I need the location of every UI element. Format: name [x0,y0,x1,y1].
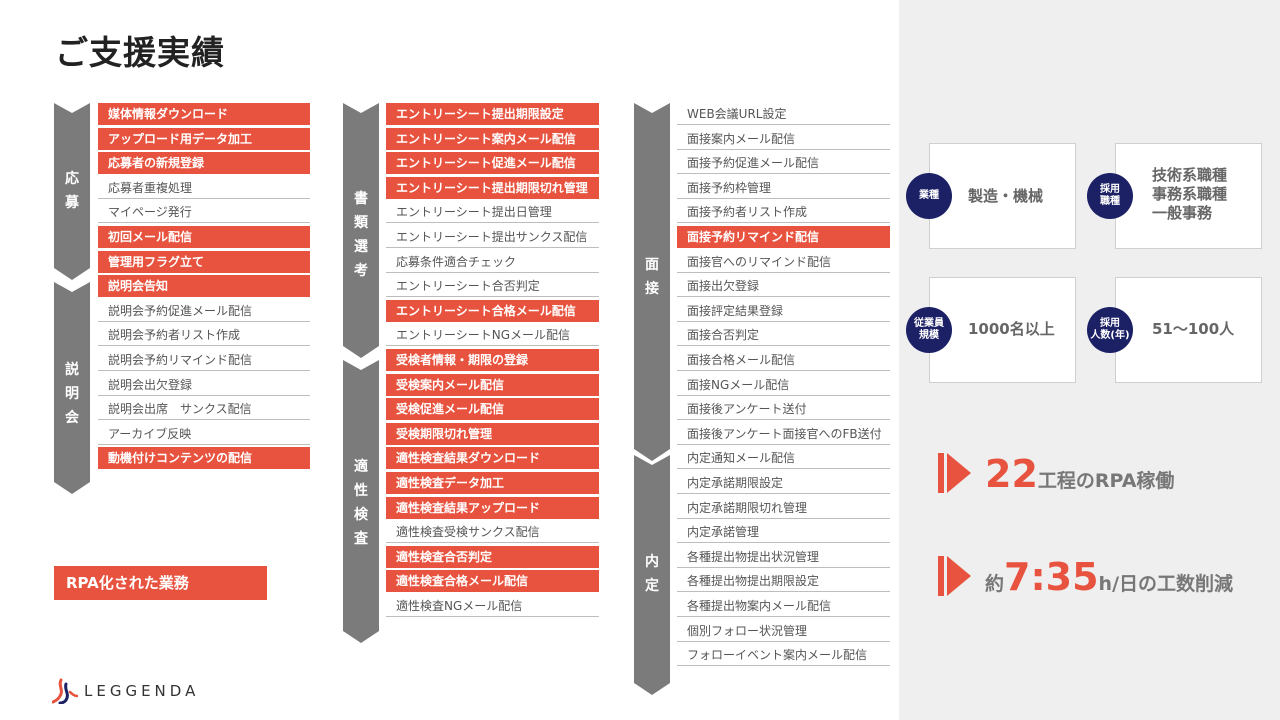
task-row-rpa: 適性検査データ加工 [386,472,599,494]
page-title: ご支援実績 [55,33,225,72]
stat-hours-number: 7:35 [1004,555,1099,599]
task-row-rpa: エントリーシート合格メール配信 [386,299,599,322]
task-row: アーカイブ反映 [98,423,310,445]
logo-text: LEGGENDA [84,682,200,700]
task-row-rpa: 管理用フラグ立て [98,250,310,273]
task-row: 説明会予約リマインド配信 [98,349,310,371]
task-row-rpa: 動機付けコンテンツの配信 [98,447,310,470]
task-row: 面接合格メール配信 [677,349,890,371]
value-employees: 1000名以上 [968,320,1055,338]
leggenda-logo-icon [52,678,78,704]
card-hires [1115,277,1262,383]
task-row: 内定通知メール配信 [677,447,890,470]
chevron-label-setsumeikai: 説明会 [65,362,79,426]
task-row: 面接NGメール配信 [677,374,890,396]
badge-employees: 従業員規模 [906,307,952,353]
task-row: 内定承諾期限切れ管理 [677,497,890,519]
task-row: 面接予約者リスト作成 [677,201,890,224]
task-row: 内定承諾期限設定 [677,472,890,494]
value-job-type: 技術系職種事務系職種一般事務 [1152,166,1228,222]
task-row-rpa: エントリーシート案内メール配信 [386,127,599,150]
legend-rpa: RPA化された業務 [54,566,267,600]
task-row: 面接案内メール配信 [677,128,890,150]
task-row: エントリーシート提出サンクス配信 [386,226,599,248]
task-row: 各種提出物提出期限設定 [677,570,890,593]
chevron-label-shorui: 書類選考 [354,191,368,279]
task-row: 面接出欠登録 [677,275,890,298]
task-row: 説明会出席 サンクス配信 [98,398,310,421]
task-row: 面接予約促進メール配信 [677,152,890,175]
task-row: フォローイベント案内メール配信 [677,644,890,667]
task-row-rpa: 適性検査合否判定 [386,545,599,568]
task-row: 面接後アンケート面接官へのFB送付 [677,423,890,445]
chevron-label-naitei: 内定 [645,554,659,594]
task-row: 応募条件適合チェック [386,251,599,273]
task-row-rpa: アップロード用データ加工 [98,127,310,150]
task-row: 説明会予約者リスト作成 [98,324,310,347]
arrow-icon [938,453,971,493]
task-row: 適性検査受検サンクス配信 [386,521,599,544]
task-row-rpa: 受検者情報・期限の登録 [386,349,599,371]
chevron-shorui: 書類選考 [343,103,379,358]
task-row-rpa: エントリーシート促進メール配信 [386,152,599,175]
task-row-rpa: 適性検査結果ダウンロード [386,447,599,470]
task-row: 面接合否判定 [677,324,890,347]
chevron-mensetsu: 面接 [634,103,670,461]
task-row-rpa: エントリーシート提出期限切れ管理 [386,176,599,199]
chevron-naitei: 内定 [634,455,670,695]
task-row: 説明会出欠登録 [98,374,310,396]
value-industry: 製造・機械 [968,187,1044,205]
badge-job-type: 採用職種 [1087,173,1133,219]
stat-processes: 22工程のRPA稼働 [985,452,1174,496]
task-row-rpa: 媒体情報ダウンロード [98,103,310,125]
task-row: 個別フォロー状況管理 [677,620,890,642]
task-row: WEB会議URL設定 [677,103,890,125]
task-row-rpa: 初回メール配信 [98,226,310,248]
task-row: 内定承諾管理 [677,521,890,544]
task-row-rpa: エントリーシート提出期限設定 [386,103,599,125]
badge-hires: 採用人数(年) [1087,307,1133,353]
task-row: 説明会予約促進メール配信 [98,300,310,322]
task-row: 各種提出物提出状況管理 [677,546,890,568]
task-row-rpa: 受検期限切れ管理 [386,422,599,445]
task-row: 面接評定結果登録 [677,300,890,322]
task-row-rpa: 受検案内メール配信 [386,373,599,396]
task-row-rpa: 応募者の新規登録 [98,152,310,175]
stat-hours-suffix: h/日の工数削減 [1098,573,1234,595]
task-row: 面接後アンケート送付 [677,398,890,421]
task-row-rpa: 適性検査結果アップロード [386,496,599,519]
chevron-label-tekisei: 適性検査 [354,459,368,547]
task-row: エントリーシート合否判定 [386,275,599,298]
leggenda-logo: LEGGENDA [52,678,199,704]
card-job-type [1115,143,1262,249]
task-row: マイページ発行 [98,201,310,224]
arrow-icon [938,556,971,596]
task-row: エントリーシートNGメール配信 [386,324,599,347]
chevron-oubo: 応募 [54,103,90,280]
stat-hours-prefix: 約 [985,573,1005,595]
chevron-tekisei: 適性検査 [343,360,379,643]
task-row-rpa: 受検促進メール配信 [386,398,599,421]
stat-processes-number: 22 [985,452,1038,496]
value-hires: 51〜100人 [1152,320,1235,338]
card-industry [929,143,1076,249]
task-row-rpa: 適性検査合格メール配信 [386,570,599,593]
task-row: 各種提出物案内メール配信 [677,595,890,617]
badge-industry: 業種 [906,173,952,219]
task-row: 面接予約枠管理 [677,177,890,199]
chevron-setsumeikai: 説明会 [54,282,90,494]
chevron-label-oubo: 応募 [65,171,79,211]
task-row-rpa: 面接予約リマインド配信 [677,226,890,248]
task-row: 面接官へのリマインド配信 [677,251,890,273]
task-row-rpa: 説明会告知 [98,275,310,298]
task-row: エントリーシート提出日管理 [386,201,599,224]
stat-processes-suffix: 工程のRPA稼働 [1037,470,1175,492]
task-row: 適性検査NGメール配信 [386,595,599,617]
chevron-label-mensetsu: 面接 [645,257,659,297]
stat-hours: 約7:35h/日の工数削減 [985,555,1233,599]
task-row: 応募者重複処理 [98,177,310,199]
